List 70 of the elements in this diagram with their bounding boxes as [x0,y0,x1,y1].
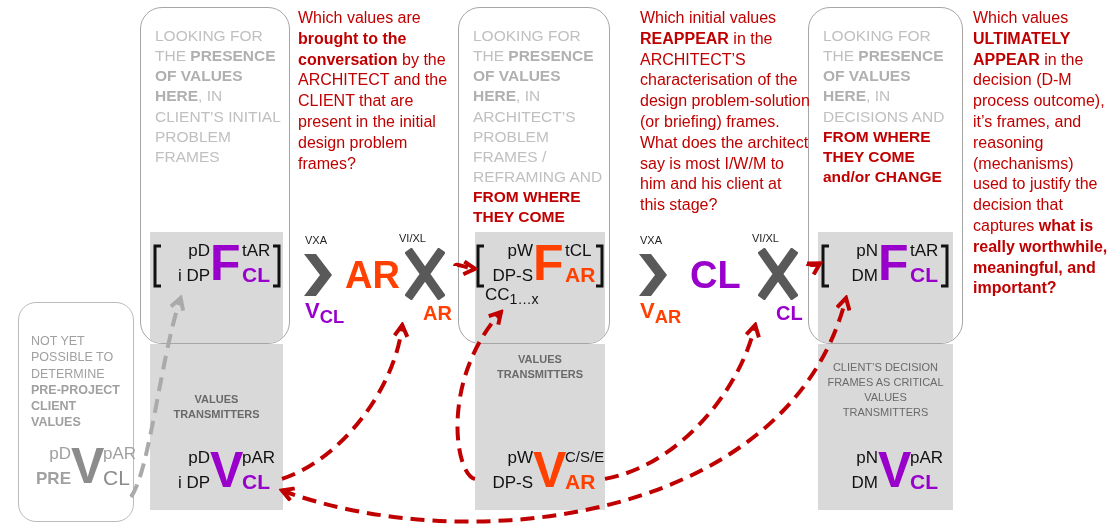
question-text: Which initial values REAPPEAR in the ARCHITECT’S characterisation of the design problem-solution (or briefing) frames. What does the architect say is most I/W/M to him and his client at this stage? [640,8,810,216]
dashed-arrow [453,259,477,276]
formula-index: i DP [177,267,210,284]
column-band [475,344,605,510]
formula-index: DM [851,267,878,284]
formula-index: CC$_{1…x}$ [485,286,539,307]
formula-symbol: F [878,238,909,288]
formula-index: CL [242,264,270,285]
rounded-frame [18,302,134,522]
operand-label: CL [690,256,741,294]
formula-index: pD [188,242,210,259]
formula-symbol: V [71,441,105,491]
dashed-arrow [805,260,822,276]
formula-index: tAR [242,242,271,259]
frame-heading: LOOKING FOR THE PRESENCE OF VALUES HERE, IN ARCHITECT’S PROBLEM FRAMES / REFRAMING AND [473,27,603,185]
frame-heading: LOOKING FOR THE PRESENCE OF VALUES HERE, IN DECISIONS AND [823,27,945,125]
formula-index: DP-S [492,267,533,284]
rounded-frame [458,7,610,344]
dashed-arrow [129,296,186,498]
column-band [150,344,283,510]
formula-index: AR [565,471,596,492]
band-title: VALUES TRANSMITTERS [495,352,585,382]
question-text: Which values are brought to the conversation by the ARCHITECT and the CLIENT that are present in the initial design problem frames? [298,8,449,174]
formula-index: pAR [242,449,276,466]
operator-label: VXA [305,235,327,246]
formula-index: CL [910,471,938,492]
band-title: CLIENT’S DECISION FRAMES AS CRITICAL VALUES TRANSMITTERS [826,360,945,420]
operator-label: CL [776,303,803,323]
operator-label: VXA [640,235,662,246]
formula-index: C/S/E [565,449,605,464]
dashed-arrow [281,323,409,481]
formula-index: pD [188,449,210,466]
rounded-frame [808,7,963,344]
formula-index: DP-S [492,474,533,491]
column-band [818,344,953,510]
operator-label: AR [423,303,452,323]
formula-index: PRE [36,470,71,487]
operator-label: V$_{AR}$ [640,300,682,327]
formula-index: tCL [565,242,592,259]
operator-label: VI/XL [752,233,779,244]
dashed-arrow [455,310,503,481]
formula-index: AR [565,264,596,285]
formula-index: pW [507,242,533,259]
rounded-frame [140,7,290,344]
formula-symbol: V [878,445,912,495]
formula-index: i DP [177,474,210,491]
formula-index: CL [242,471,270,492]
question-text: Which values ULTIMATELY APPEAR in the decision (D-M process outcome), it’s frames, and reasoning (mechanisms) used to justify the decision that captures what is really worthwhile, meaningful, and important? [973,8,1109,299]
operator-label: VI/XL [399,233,426,244]
note-text: NOT YET POSSIBLE TO DETERMINE PRE-PROJECT CLIENT VALUES [31,333,121,431]
formula-index: pN [856,242,878,259]
formula-symbol: F [533,238,564,288]
dashed-arrow [280,296,851,523]
formula-index: tAR [910,242,939,259]
formula-index: pW [507,449,533,466]
frame-highlight: FROM WHERE THEY COME and/or CHANGE [823,127,942,185]
dashed-arrow [604,323,761,481]
formula-index: pAR [910,449,944,466]
formula-index: CL [910,264,938,285]
operator-label: V$_{CL}$ [305,300,345,327]
formula-symbol: F [210,238,241,288]
formula-index: pN [856,449,878,466]
formula-index: DM [851,474,878,491]
frame-heading: LOOKING FOR THE PRESENCE OF VALUES HERE, IN CLIENT’S INITIAL PROBLEM FRAMES [155,27,281,165]
operand-label: AR [345,256,400,294]
formula-index: CL [103,467,130,488]
formula-symbol: V [210,445,244,495]
formula-index: pD [49,445,71,462]
frame-highlight: FROM WHERE THEY COME [473,188,581,226]
band-title: VALUES TRANSMITTERS [172,392,261,422]
